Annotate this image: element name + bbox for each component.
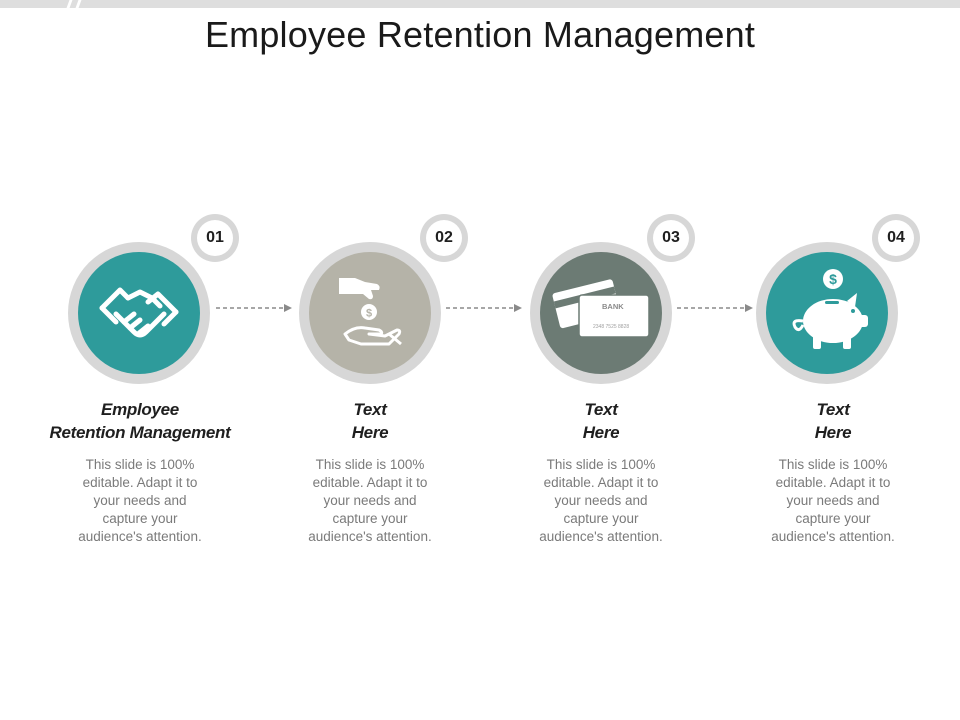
step-description: This slide is 100% editable. Adapt it to…: [78, 457, 202, 544]
heading-line-1: Text: [816, 400, 850, 419]
step-heading: Text Here: [255, 398, 485, 444]
step-number: 03: [653, 220, 689, 256]
step-description: This slide is 100% editable. Adapt it to…: [308, 457, 432, 544]
heading-line-1: Text: [584, 400, 618, 419]
heading-line-2: Here: [582, 423, 620, 442]
step-number-badge: 03: [647, 214, 695, 262]
top-decorative-bar: [0, 0, 960, 10]
heading-line-2: Here: [351, 423, 389, 442]
dashed-arrow-3: [677, 304, 753, 312]
step-description: This slide is 100% editable. Adapt it to…: [771, 457, 895, 544]
step-number-badge: 02: [420, 214, 468, 262]
step-number: 01: [197, 220, 233, 256]
step-heading: Text Here: [718, 398, 948, 444]
icon-disc: [78, 252, 200, 374]
bar-slash: [74, 0, 83, 10]
slide-title: Employee Retention Management: [204, 14, 756, 55]
icon-disc: BANK 2348 7525 8828: [540, 252, 662, 374]
heading-line-1: Text: [353, 400, 387, 419]
icon-ring: $: [299, 242, 441, 384]
step-1: 01 Employee Retention Management This sl…: [25, 210, 255, 550]
bank-card-icon: BANK 2348 7525 8828: [552, 279, 650, 338]
icon-disc: $: [309, 252, 431, 374]
step-description: This slide is 100% editable. Adapt it to…: [539, 457, 663, 544]
dashed-arrow-1: [216, 304, 292, 312]
heading-line-2: Here: [814, 423, 852, 442]
heading-line-2: Retention Management: [49, 423, 231, 442]
icon-ring: [68, 242, 210, 384]
step-2: $ 02 Text Here This slide is 100% editab…: [255, 210, 485, 550]
card-number: 2348 7525 8828: [593, 324, 629, 330]
step-number: 04: [878, 220, 914, 256]
piggy-bank-icon: $: [792, 269, 868, 349]
svg-text:$: $: [829, 271, 837, 287]
step-4: $ 0: [718, 210, 948, 550]
step-number: 02: [426, 220, 462, 256]
icon-ring: $: [756, 242, 898, 384]
step-heading: Text Here: [486, 398, 716, 444]
heading-line-1: Employee: [101, 400, 179, 419]
dashed-arrow-2: [446, 304, 522, 312]
hand-giving-coin-icon: $: [339, 278, 402, 346]
icon-ring: BANK 2348 7525 8828: [530, 242, 672, 384]
svg-text:$: $: [366, 308, 372, 320]
handshake-icon: [99, 287, 179, 338]
bar-slash: [65, 0, 74, 10]
step-3: BANK 2348 7525 8828 03 Text Here This sl…: [486, 210, 716, 550]
step-heading: Employee Retention Management: [25, 398, 255, 444]
step-number-badge: 04: [872, 214, 920, 262]
icon-disc: $: [766, 252, 888, 374]
step-number-badge: 01: [191, 214, 239, 262]
card-bank-label: BANK: [602, 302, 624, 311]
